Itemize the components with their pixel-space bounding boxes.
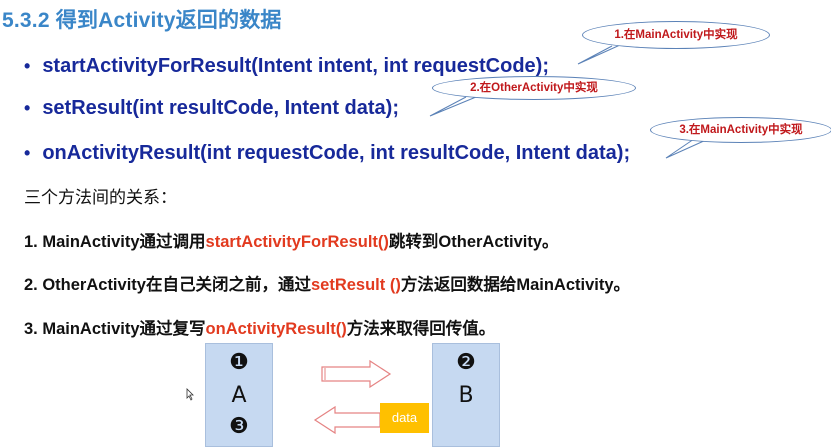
callout-1: 1.在MainActivity中实现 — [582, 21, 770, 49]
activity-a-label: A — [231, 383, 247, 408]
step-1-post: 跳转到OtherActivity。 — [388, 233, 559, 251]
step-1-marker: ❶ — [229, 350, 249, 375]
step-1-method: startActivityForResult() — [205, 233, 389, 251]
bullet-set-result: • setResult(int resultCode, Intent data); — [24, 97, 399, 120]
callout-2-tail — [429, 96, 477, 117]
data-tag: data — [380, 403, 429, 433]
step-2-post: 方法返回数据给MainActivity。 — [400, 276, 631, 294]
step-2: 2. OtherActivity在自己关闭之前，通过setResult ()方法… — [24, 271, 630, 295]
slide-title: 5.3.2 得到Activity返回的数据 — [2, 9, 282, 32]
callout-2-text: 2.在OtherActivity中实现 — [470, 82, 598, 94]
step-3-method: onActivityResult() — [205, 320, 347, 338]
callout-3: 3.在MainActivity中实现 — [650, 117, 831, 143]
step-2-marker: ❷ — [456, 350, 476, 375]
activity-b-box: ❷ B — [432, 343, 500, 447]
method-on-activity-result: onActivityResult(int requestCode, int re… — [42, 142, 631, 164]
activity-a-box: ❶ A ❸ — [205, 343, 273, 447]
callout-1-text: 1.在MainActivity中实现 — [614, 29, 738, 41]
callout-3-tail — [665, 138, 707, 159]
bullet-dot-icon: • — [24, 98, 31, 118]
bullet-dot-icon: • — [24, 56, 31, 76]
callout-2: 2.在OtherActivity中实现 — [432, 76, 636, 100]
right-arrow-icon — [321, 359, 392, 389]
step-1-pre: 1. MainActivity通过调用 — [24, 233, 206, 251]
step-3-pre: 3. MainActivity通过复写 — [24, 320, 206, 338]
step-3-post: 方法来取得回传值。 — [346, 320, 496, 338]
method-start-activity-for-result: startActivityForResult(Intent intent, in… — [42, 55, 550, 77]
step-3: 3. MainActivity通过复写onActivityResult()方法来… — [24, 315, 495, 339]
mouse-cursor-icon — [186, 388, 194, 401]
relation-heading: 三个方法间的关系： — [24, 188, 177, 207]
step-2-method: setResult () — [310, 276, 401, 294]
step-2-pre: 2. OtherActivity在自己关闭之前，通过 — [24, 276, 311, 294]
method-set-result: setResult(int resultCode, Intent data); — [42, 97, 400, 119]
step-1: 1. MainActivity通过调用startActivityForResul… — [24, 228, 559, 252]
bullet-on-activity-result: • onActivityResult(int requestCode, int r… — [24, 142, 630, 165]
callout-3-text: 3.在MainActivity中实现 — [679, 124, 803, 136]
activity-b-label: B — [458, 383, 474, 408]
step-3-marker: ❸ — [229, 414, 249, 439]
bullet-dot-icon: • — [24, 143, 31, 163]
callout-1-tail — [577, 44, 621, 65]
bullet-start-activity-for-result: • startActivityForResult(Intent intent, i… — [24, 55, 549, 78]
left-arrow-icon — [313, 405, 381, 435]
